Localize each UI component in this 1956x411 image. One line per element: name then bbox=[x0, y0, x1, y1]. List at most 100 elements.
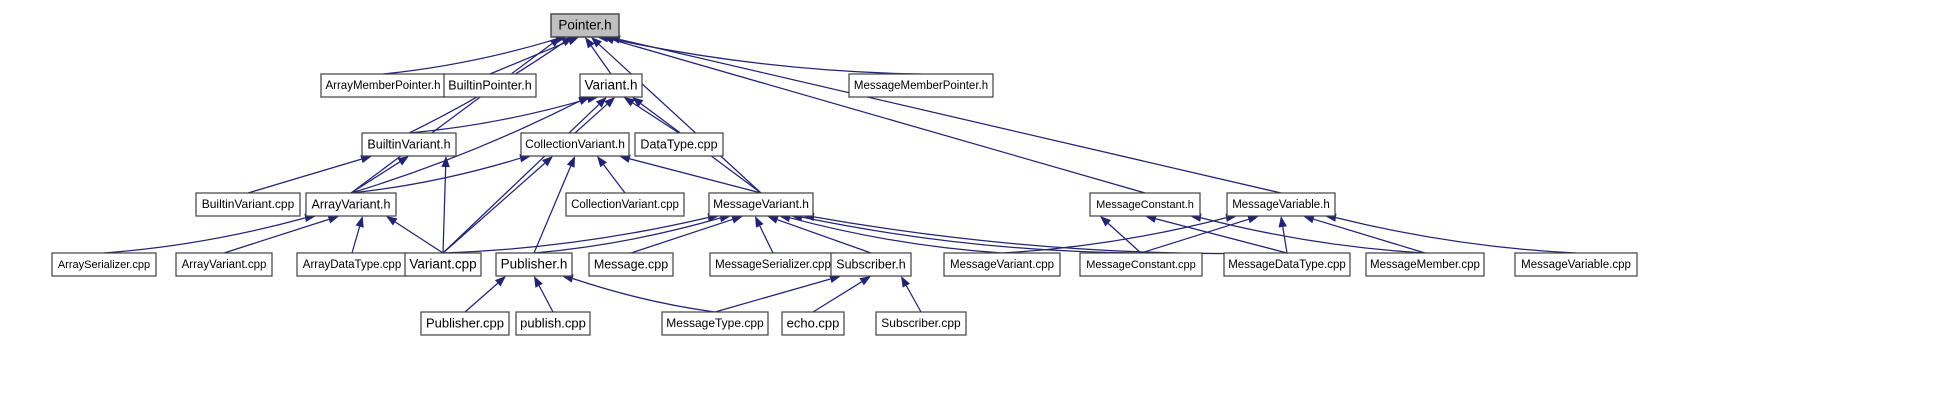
graph-node-collectionvariant-cpp[interactable]: CollectionVariant.cppCollectionVariant.c… bbox=[565, 192, 685, 217]
dependency-edge bbox=[489, 40, 570, 75]
graph-node-publisher-h[interactable]: Publisher.hPublisher.h bbox=[495, 252, 573, 277]
dependency-edge bbox=[1200, 217, 1426, 254]
dependency-edge bbox=[572, 277, 716, 313]
dependency-edge bbox=[464, 282, 499, 313]
node-box[interactable] bbox=[1079, 252, 1203, 277]
node-box[interactable] bbox=[550, 13, 620, 38]
dependency-edge bbox=[905, 285, 922, 313]
node-box[interactable] bbox=[709, 252, 837, 277]
node-box[interactable] bbox=[175, 252, 273, 277]
graph-node-arrayserializer-cpp[interactable]: ArraySerializer.cppArraySerializer.cpp bbox=[51, 252, 157, 277]
node-box[interactable] bbox=[361, 132, 457, 157]
edges-layer bbox=[103, 34, 1577, 313]
node-box[interactable] bbox=[1223, 252, 1351, 277]
node-box[interactable] bbox=[1365, 252, 1485, 277]
edge-arrowhead bbox=[1100, 216, 1111, 227]
edge-arrowhead bbox=[731, 215, 743, 224]
node-box[interactable] bbox=[495, 252, 573, 277]
edge-arrowhead bbox=[327, 215, 340, 224]
nodes-layer: Pointer.hPointer.hArrayMemberPointer.hAr… bbox=[51, 13, 1638, 336]
node-box[interactable] bbox=[875, 311, 967, 336]
node-box[interactable] bbox=[579, 73, 643, 98]
node-box[interactable] bbox=[443, 73, 537, 98]
graph-node-datatype-cpp[interactable]: DataType.cppDataType.cpp bbox=[634, 132, 724, 157]
node-box[interactable] bbox=[515, 311, 591, 336]
node-box[interactable] bbox=[404, 252, 482, 277]
node-box[interactable] bbox=[296, 252, 408, 277]
dependency-edge bbox=[350, 157, 521, 194]
dependency-edge bbox=[1107, 222, 1142, 254]
node-box[interactable] bbox=[588, 252, 674, 277]
dependency-edge bbox=[394, 221, 444, 254]
node-box[interactable] bbox=[943, 252, 1061, 277]
node-box[interactable] bbox=[634, 132, 724, 157]
node-box[interactable] bbox=[1226, 192, 1336, 217]
node-box[interactable] bbox=[830, 252, 912, 277]
node-box[interactable] bbox=[520, 132, 630, 157]
edge-arrowhead bbox=[619, 154, 631, 163]
node-box[interactable] bbox=[305, 192, 397, 217]
dependency-edge bbox=[590, 45, 612, 75]
graph-node-pointer-h[interactable]: Pointer.hPointer.h bbox=[550, 13, 620, 38]
node-box[interactable] bbox=[565, 192, 685, 217]
edge-arrowhead bbox=[397, 156, 409, 166]
dependency-edge bbox=[714, 278, 831, 313]
dependency-edge bbox=[1140, 218, 1249, 254]
graph-node-arrayvariant-h[interactable]: ArrayVariant.hArrayVariant.h bbox=[305, 192, 397, 217]
dependency-edge bbox=[223, 218, 330, 254]
dependency-edge bbox=[442, 166, 447, 254]
dependency-edge bbox=[1313, 218, 1426, 254]
node-box[interactable] bbox=[1514, 252, 1638, 277]
dependency-edge bbox=[574, 103, 608, 134]
edge-arrowhead bbox=[591, 37, 602, 48]
dependency-edge bbox=[350, 161, 401, 194]
node-box[interactable] bbox=[51, 252, 157, 277]
node-box[interactable] bbox=[320, 73, 446, 98]
dependency-edge bbox=[103, 217, 306, 254]
node-box[interactable] bbox=[195, 192, 301, 217]
edge-arrowhead bbox=[1278, 216, 1287, 228]
dependency-edge bbox=[442, 104, 600, 254]
edge-arrowhead bbox=[494, 276, 506, 287]
graph-node-messagememberpointer-h[interactable]: MessageMemberPointer.hMessageMemberPoint… bbox=[848, 73, 994, 98]
dependency-edge bbox=[801, 216, 1142, 254]
edge-arrowhead bbox=[767, 215, 779, 224]
graph-node-subscriber-h[interactable]: Subscriber.hSubscriber.h bbox=[830, 252, 912, 277]
edge-arrowhead bbox=[623, 97, 636, 107]
node-box[interactable] bbox=[420, 311, 510, 336]
node-box[interactable] bbox=[661, 311, 769, 336]
node-box[interactable] bbox=[781, 311, 845, 336]
edge-arrowhead bbox=[595, 97, 607, 108]
node-box[interactable] bbox=[848, 73, 994, 98]
edge-arrowhead bbox=[1303, 215, 1315, 224]
dependency-edge bbox=[813, 216, 1288, 255]
graph-node-messageserializer-cpp[interactable]: MessageSerializer.cppMessageSerializer.c… bbox=[709, 252, 837, 277]
node-box[interactable] bbox=[708, 192, 814, 217]
node-box[interactable] bbox=[1089, 192, 1201, 217]
edge-arrowhead bbox=[355, 216, 364, 228]
dependency-edge bbox=[1335, 216, 1577, 254]
